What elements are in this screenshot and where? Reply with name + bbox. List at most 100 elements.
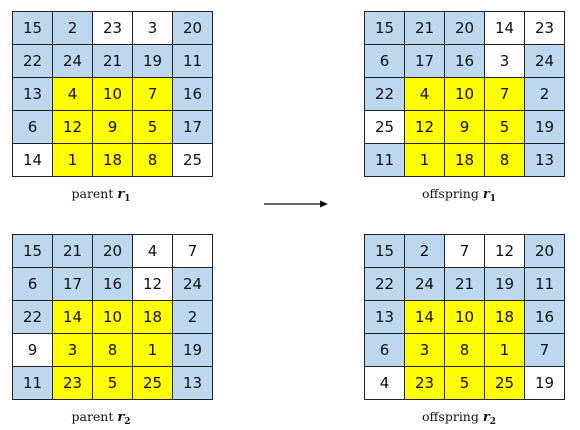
grid-cell: 19	[525, 367, 565, 400]
grid-cell: 16	[173, 78, 213, 111]
grid-cell: 6	[13, 111, 53, 144]
grid-cell: 2	[405, 235, 445, 268]
grid-cell: 19	[485, 268, 525, 301]
grid-cell: 18	[485, 301, 525, 334]
grid-cell: 19	[525, 111, 565, 144]
grid-cell: 1	[405, 144, 445, 177]
grid-cell: 2	[173, 301, 213, 334]
grid-cell: 20	[93, 235, 133, 268]
grid-cell: 4	[53, 78, 93, 111]
grid-cell: 13	[365, 301, 405, 334]
grid-cell: 7	[133, 78, 173, 111]
grid-cell: 10	[93, 78, 133, 111]
grid-cell: 5	[133, 111, 173, 144]
grid-cell: 8	[133, 144, 173, 177]
grid-cell: 9	[445, 111, 485, 144]
grid-cell: 1	[485, 334, 525, 367]
grid-cell: 7	[525, 334, 565, 367]
caption-subscript: 2	[489, 417, 496, 427]
caption-subscript: 2	[124, 417, 131, 427]
grid-cell: 14	[405, 301, 445, 334]
offspring-r1-caption: offspring r1	[354, 186, 564, 204]
grid-cell: 12	[405, 111, 445, 144]
grid-cell: 13	[173, 367, 213, 400]
grid-cell: 9	[93, 111, 133, 144]
grid-cell: 20	[445, 12, 485, 45]
grid-cell: 11	[365, 144, 405, 177]
grid-cell: 14	[53, 301, 93, 334]
grid-cell: 25	[485, 367, 525, 400]
grid-cell: 3	[133, 12, 173, 45]
grid-cell: 13	[525, 144, 565, 177]
grid-cell: 13	[13, 78, 53, 111]
grid-cell: 22	[365, 78, 405, 111]
grid-cell: 18	[133, 301, 173, 334]
grid-cell: 6	[13, 268, 53, 301]
grid-cell: 25	[173, 144, 213, 177]
caption-symbol: r	[482, 187, 490, 202]
grid-cell: 3	[485, 45, 525, 78]
grid-cell: 14	[485, 12, 525, 45]
caption-symbol: r	[482, 410, 490, 425]
grid-cell: 25	[365, 111, 405, 144]
grid-cell: 24	[53, 45, 93, 78]
grid-cell: 8	[93, 334, 133, 367]
grid-cell: 22	[365, 268, 405, 301]
grid-cell: 5	[485, 111, 525, 144]
caption-word: offspring	[422, 186, 479, 201]
grid-cell: 17	[173, 111, 213, 144]
grid-cell: 21	[93, 45, 133, 78]
grid-cell: 1	[133, 334, 173, 367]
grid-cell: 16	[93, 268, 133, 301]
grid-cell: 22	[13, 45, 53, 78]
grid-cell: 15	[13, 235, 53, 268]
grid-cell: 4	[405, 78, 445, 111]
grid-cell: 11	[525, 268, 565, 301]
grid-cell: 19	[173, 334, 213, 367]
grid-cell: 15	[365, 12, 405, 45]
grid-cell: 7	[485, 78, 525, 111]
grid-cell: 23	[525, 12, 565, 45]
grid-cell: 17	[53, 268, 93, 301]
grid-cell: 10	[445, 78, 485, 111]
grid-cell: 21	[53, 235, 93, 268]
grid-cell: 16	[525, 301, 565, 334]
grid-cell: 14	[13, 144, 53, 177]
grid-cell: 24	[525, 45, 565, 78]
grid-cell: 15	[13, 12, 53, 45]
grid-cell: 4	[365, 367, 405, 400]
caption-symbol: r	[117, 410, 125, 425]
grid-cell: 20	[173, 12, 213, 45]
offspring-r2-caption: offspring r2	[354, 409, 564, 427]
grid-cell: 7	[445, 235, 485, 268]
parent-r1-caption: parent r1	[0, 186, 206, 204]
grid-cell: 9	[13, 334, 53, 367]
grid-cell: 8	[445, 334, 485, 367]
grid-cell: 10	[93, 301, 133, 334]
grid-cell: 18	[445, 144, 485, 177]
caption-word: parent	[71, 409, 114, 424]
grid-cell: 19	[133, 45, 173, 78]
caption-word: parent	[71, 186, 114, 201]
grid-cell: 2	[525, 78, 565, 111]
grid-cell: 1	[53, 144, 93, 177]
grid-cell: 24	[405, 268, 445, 301]
grid-cell: 21	[405, 12, 445, 45]
grid-cell: 23	[93, 12, 133, 45]
grid-cell: 17	[405, 45, 445, 78]
grid-cell: 23	[405, 367, 445, 400]
parent-r2-caption: parent r2	[0, 409, 206, 427]
grid-cell: 6	[365, 334, 405, 367]
grid-cell: 11	[13, 367, 53, 400]
grid-cell: 12	[53, 111, 93, 144]
grid-cell: 10	[445, 301, 485, 334]
grid-cell: 2	[53, 12, 93, 45]
grid-cell: 5	[445, 367, 485, 400]
caption-word: offspring	[422, 409, 479, 424]
grid-cell: 21	[445, 268, 485, 301]
grid-cell: 7	[173, 235, 213, 268]
right-arrow-icon	[264, 200, 328, 208]
